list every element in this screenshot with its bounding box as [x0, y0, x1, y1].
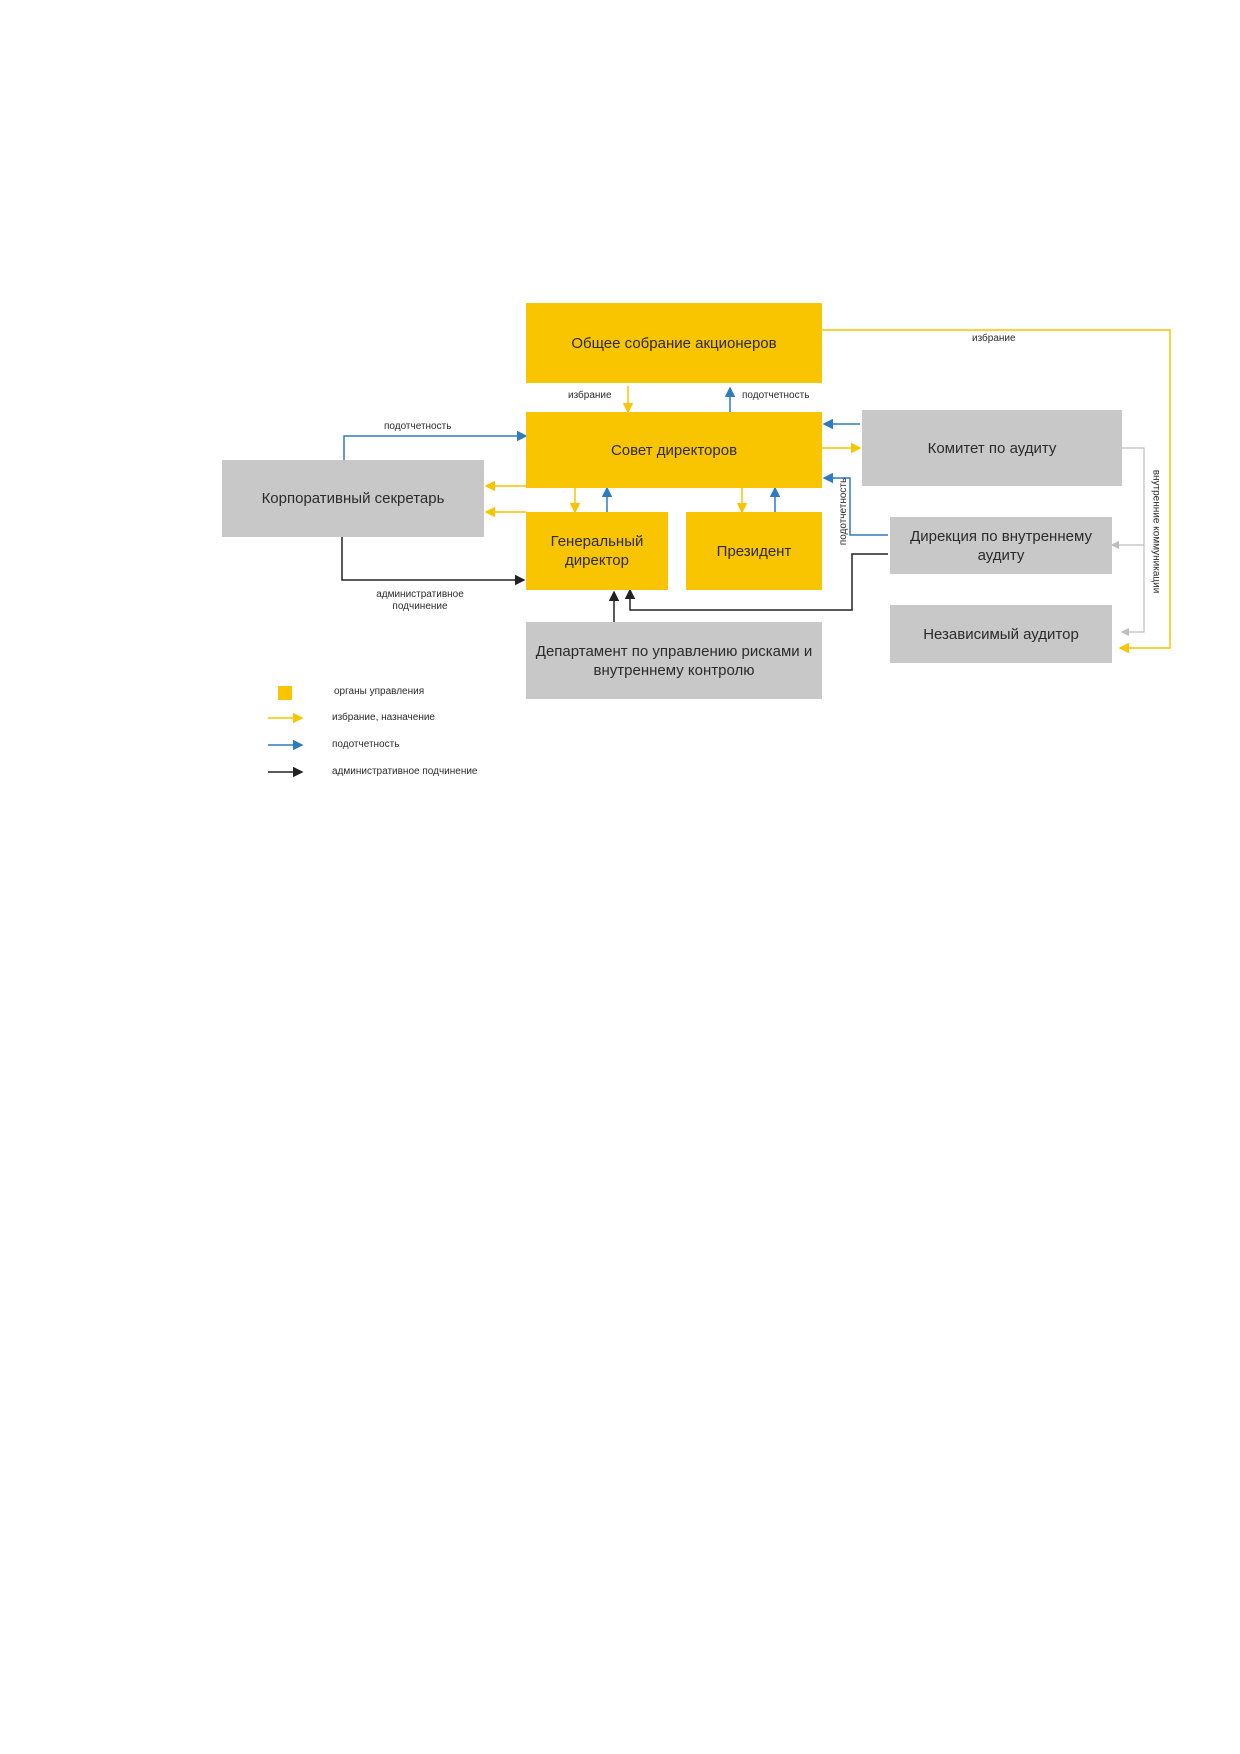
audit-committee-box: Комитет по аудиту: [862, 410, 1122, 486]
legend-label-administrative: административное подчинение: [332, 766, 478, 777]
accountability-arrow-internal-audit-board: [822, 472, 888, 536]
corporate-secretary-label: Корпоративный секретарь: [261, 490, 445, 507]
label-internal-communications: внутренние коммуникации: [1150, 469, 1162, 594]
accountability-arrow-secretary-board: [343, 430, 528, 460]
internal-audit-box: Дирекция по внутреннему аудиту: [890, 517, 1112, 574]
label-accountability-secretary: подотчетность: [384, 421, 452, 432]
legend-swatch-governing-bodies: [278, 686, 292, 700]
independent-auditor-box: Независимый аудитор: [890, 605, 1112, 663]
audit-committee-label: Комитет по аудиту: [927, 439, 1057, 457]
president-label: Президент: [716, 542, 792, 560]
ceo-box: Генеральный директор: [526, 512, 668, 590]
shareholders-meeting-box: Общее собрание акционеров: [526, 303, 822, 383]
legend-label-governing-bodies: органы управления: [334, 686, 425, 697]
label-election-left: избрание: [568, 390, 612, 401]
corporate-secretary-box: Корпоративный секретарь: [222, 460, 484, 537]
internal-audit-label: Дирекция по внутреннему аудиту: [910, 527, 1092, 564]
label-accountability-vertical: подотчетность: [838, 477, 850, 546]
shareholders-meeting-label: Общее собрание акционеров: [571, 334, 777, 352]
admin-arrow-secretary-ceo: [341, 537, 526, 586]
legend-label-accountability: подотчетность: [332, 739, 400, 750]
communication-line: [1120, 447, 1145, 637]
admin-arrow-internal-audit-ceo: [624, 553, 888, 611]
board-of-directors-label: Совет директоров: [610, 441, 738, 459]
independent-auditor-label: Независимый аудитор: [923, 625, 1079, 643]
legend-label-election: избрание, назначение: [332, 712, 435, 723]
president-box: Президент: [686, 512, 822, 590]
label-admin-subordination: административное подчинение: [376, 589, 464, 612]
ceo-label: Генеральный директор: [550, 533, 644, 569]
election-arrow-shareholders-auditor: [822, 329, 1171, 654]
risk-department-box: Департамент по управлению рисками и внут…: [526, 622, 822, 699]
label-election-top-right: избрание: [972, 333, 1016, 344]
label-accountability-right: подотчетность: [742, 390, 810, 401]
risk-department-label: Департамент по управлению рисками и внут…: [535, 642, 813, 679]
board-of-directors-box: Совет директоров: [526, 412, 822, 488]
